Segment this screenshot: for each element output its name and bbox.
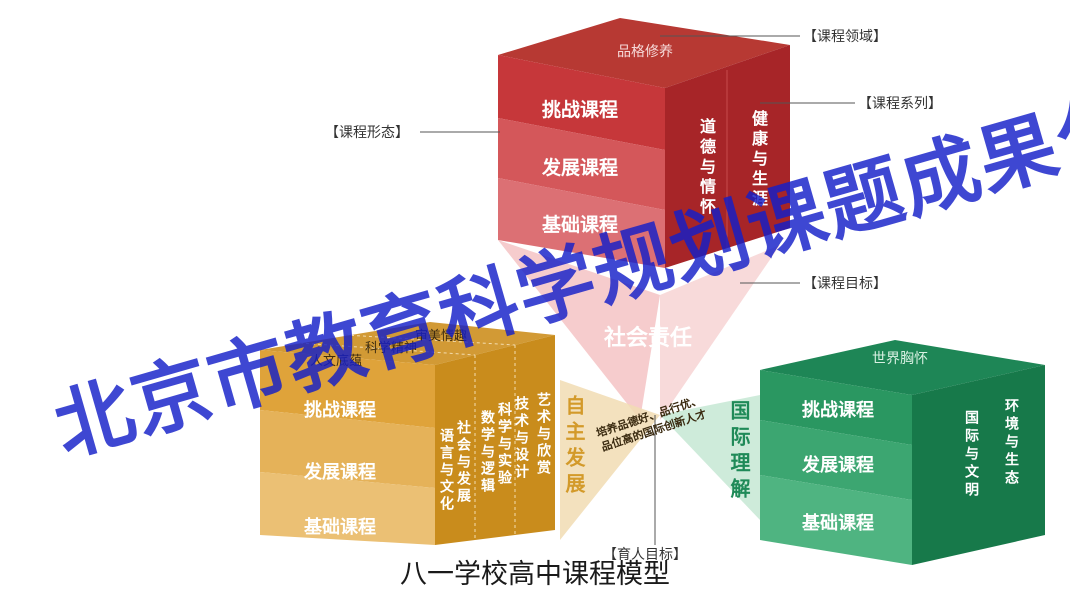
callout-education-goal: 【育人目标】 — [603, 547, 687, 563]
red-top-label: 品格修养 — [617, 44, 673, 60]
green-cube-top — [760, 340, 1045, 395]
green-cone — [660, 395, 760, 520]
callout-form: 【课程形态】 — [325, 125, 409, 141]
red-level-3: 基础课程 — [541, 213, 618, 236]
green-side-column-2: 环境与生态 — [1003, 398, 1019, 488]
red-goal-label: 社会责任 — [604, 325, 692, 351]
orange-side-column-3: 数学与逻辑 — [479, 410, 495, 495]
orange-side-column-6: 艺术与欣赏 — [535, 392, 551, 477]
red-level-2: 发展课程 — [541, 156, 618, 179]
green-cube-level-3 — [760, 475, 912, 565]
orange-level-1: 挑战课程 — [304, 399, 376, 421]
orange-top-divider-2 — [344, 334, 516, 346]
callout-series: 【课程系列】 — [858, 96, 942, 112]
red-cone-side — [660, 245, 780, 420]
red-side-column-2: 健康与生涯 — [749, 110, 768, 210]
orange-side-column-5: 技术与设计 — [513, 396, 529, 481]
orange-top-label-2: 科学精神 — [365, 340, 417, 356]
orange-side-column-4: 科学与实验 — [496, 402, 512, 487]
red-cube-level-1 — [498, 55, 665, 150]
green-cube-level-2 — [760, 420, 912, 500]
diagram-caption: 八一学校高中课程模型 — [400, 559, 670, 590]
orange-cube-level-1 — [260, 350, 435, 428]
orange-cube-side — [435, 335, 555, 545]
orange-level-3: 基础课程 — [303, 516, 376, 538]
red-cube-level-2 — [498, 118, 665, 210]
green-cube-side — [912, 365, 1045, 565]
green-top-label: 世界胸怀 — [872, 351, 928, 367]
orange-side-column-2: 社会与发展 — [455, 420, 471, 505]
green-side-column-1: 国际与文明 — [963, 410, 979, 500]
green-level-3: 基础课程 — [801, 512, 874, 534]
callout-goal: 【课程目标】 — [803, 276, 887, 292]
orange-cube-level-2 — [260, 410, 435, 488]
orange-side-column-1: 语言与文化 — [438, 428, 454, 513]
callout-domain: 【课程领域】 — [803, 29, 887, 45]
red-cube-level-3 — [498, 178, 665, 268]
red-level-1: 挑战课程 — [542, 99, 618, 121]
orange-goal-label: 自主发展 — [562, 395, 586, 499]
red-side-column-1: 道德与情怀 — [697, 118, 716, 218]
orange-cube-level-3 — [260, 472, 435, 545]
orange-top-label-1: 审美情趣 — [415, 329, 467, 344]
green-level-2: 发展课程 — [801, 454, 874, 476]
orange-top-divider-1 — [299, 342, 476, 356]
orange-top-label-3: 人文底蕴 — [310, 353, 362, 369]
orange-cone — [560, 380, 660, 540]
green-goal-label: 国际理解 — [727, 400, 751, 504]
orange-level-2: 发展课程 — [303, 461, 376, 483]
red-cone — [498, 240, 660, 420]
orange-cube-top — [260, 322, 555, 365]
green-level-1: 挑战课程 — [802, 399, 874, 421]
